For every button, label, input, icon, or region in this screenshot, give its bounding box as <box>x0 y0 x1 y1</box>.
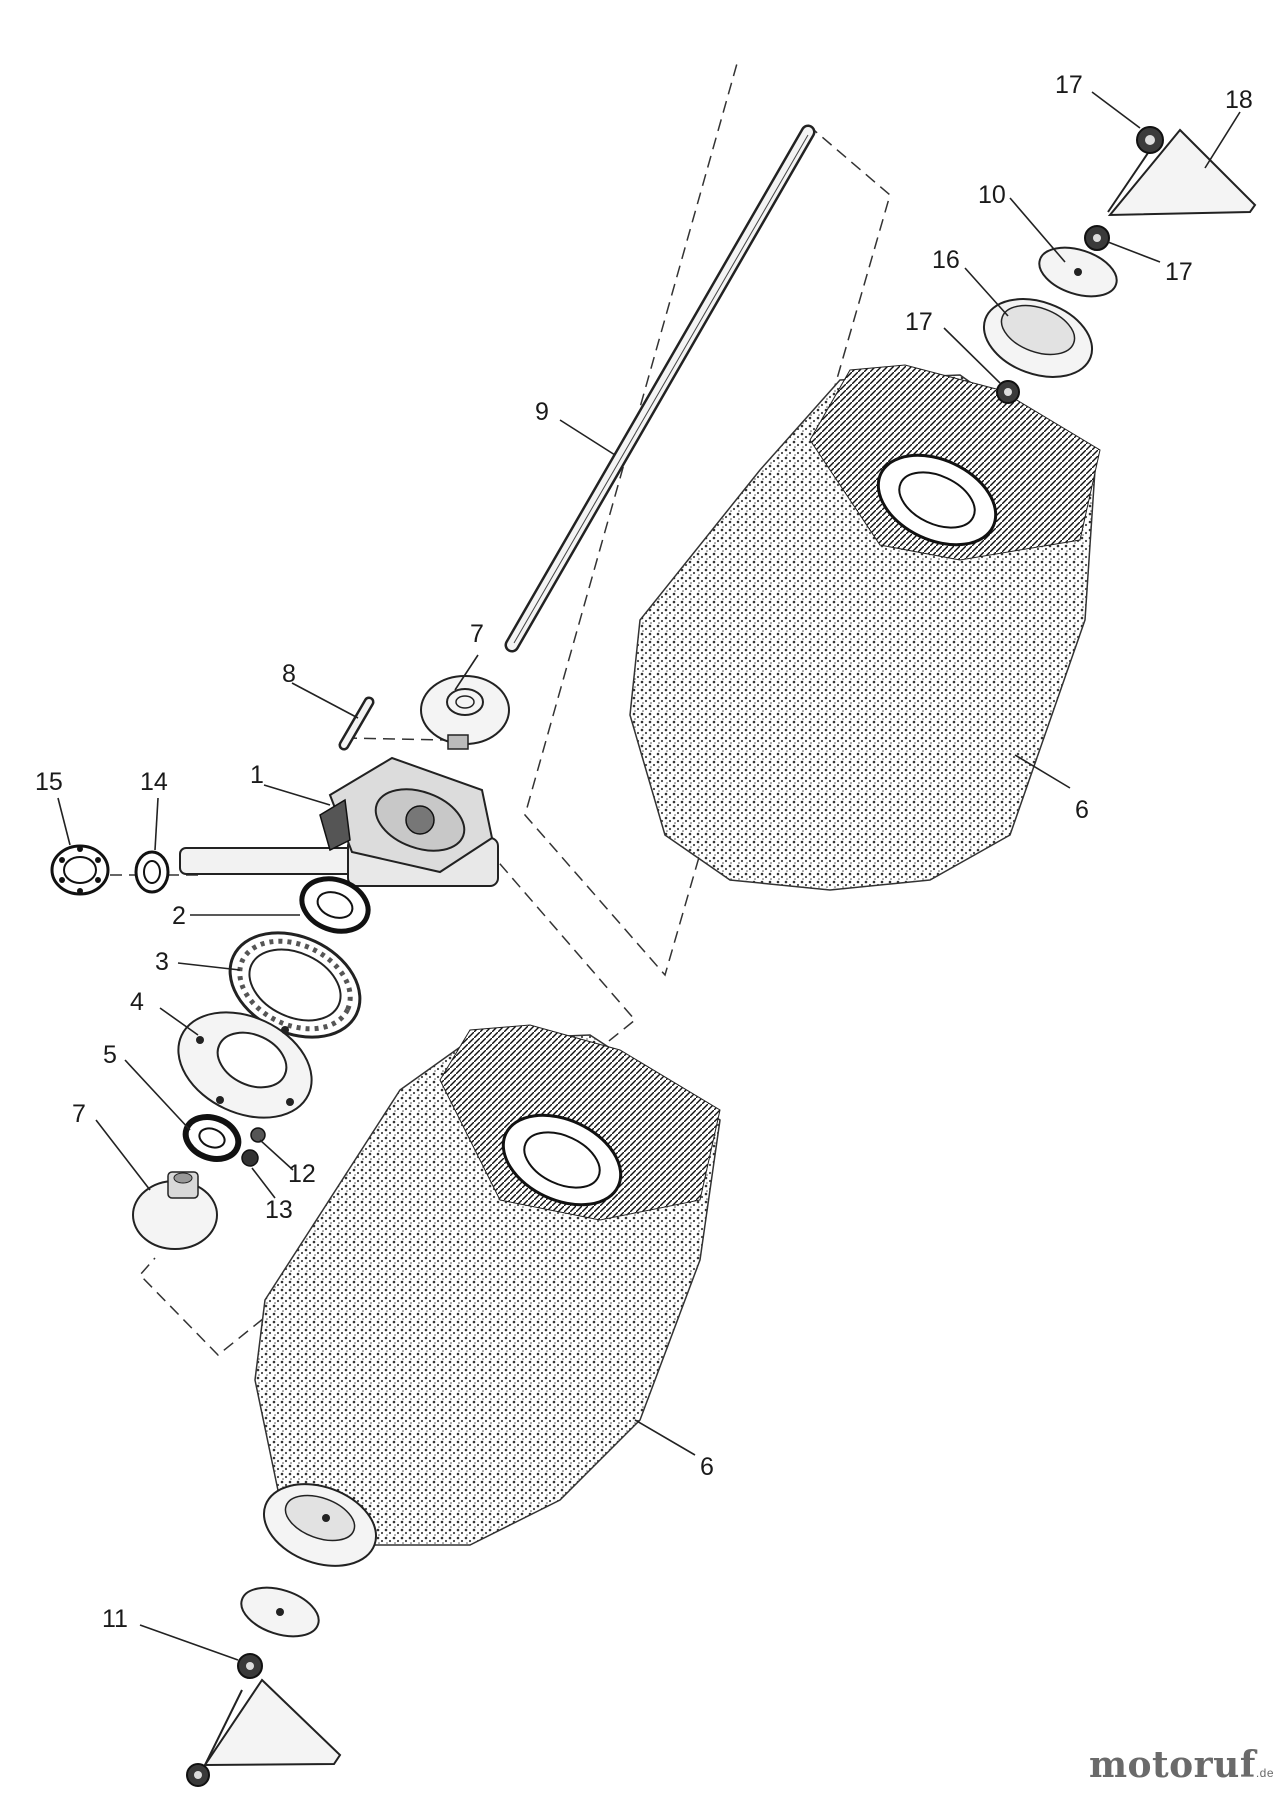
assembly-line-upper <box>524 59 891 977</box>
brush-lower <box>254 1024 721 1546</box>
bracket-lower <box>203 1678 342 1767</box>
callout-18: 18 <box>1225 86 1253 114</box>
callout-16: 16 <box>932 246 960 274</box>
watermark-suffix: .de <box>1255 1766 1274 1780</box>
pin-8 <box>338 696 375 751</box>
callout-7-upper: 7 <box>470 620 484 648</box>
callout-17-lower: 17 <box>905 308 933 336</box>
nut-lower-end <box>186 1763 210 1787</box>
callout-15: 15 <box>35 768 63 796</box>
callout-1: 1 <box>250 761 264 789</box>
bracket-18 <box>1107 128 1257 217</box>
nut-11 <box>237 1653 263 1679</box>
screw-12 <box>250 1127 266 1143</box>
nut-13 <box>241 1149 259 1167</box>
coupling-7-lower <box>132 1171 218 1250</box>
nut-17-middle <box>1084 225 1110 251</box>
washer-10 <box>1038 246 1118 298</box>
nut-17-lower <box>996 380 1020 404</box>
callout-12: 12 <box>288 1160 316 1188</box>
callout-6-lower: 6 <box>700 1453 714 1481</box>
gasket-3 <box>228 931 362 1039</box>
seal-5 <box>182 1114 242 1162</box>
watermark-logo: motoruf.de <box>1089 1744 1274 1786</box>
assembly-line-coupling <box>344 737 446 741</box>
watermark-text: motoruf <box>1088 1744 1256 1786</box>
flange-16 <box>982 298 1094 378</box>
callout-3: 3 <box>155 948 169 976</box>
drive-shaft <box>504 124 816 653</box>
nut-17-top <box>1136 126 1164 154</box>
seal-2 <box>299 876 371 934</box>
callout-labels: 17 18 10 17 16 17 9 7 8 1 6 15 14 2 3 4 … <box>35 71 1253 1633</box>
assembly-line-lower <box>138 834 637 1357</box>
callout-7-lower: 7 <box>72 1100 86 1128</box>
callout-4: 4 <box>130 988 144 1016</box>
callout-5: 5 <box>103 1041 117 1069</box>
brush-upper <box>629 364 1101 891</box>
callout-2: 2 <box>172 902 186 930</box>
ring-14 <box>134 850 170 894</box>
callout-10: 10 <box>978 181 1006 209</box>
leader-lines <box>57 91 1241 1661</box>
callout-17-middle: 17 <box>1165 258 1193 286</box>
flange-4 <box>177 1011 313 1119</box>
washer-lower <box>240 1586 320 1638</box>
callout-13: 13 <box>265 1196 293 1224</box>
bearing-15 <box>50 844 110 896</box>
callout-6-upper: 6 <box>1075 796 1089 824</box>
callout-17-top: 17 <box>1055 71 1083 99</box>
flange-lower <box>262 1483 378 1567</box>
gearbox-1 <box>179 756 499 887</box>
callout-14: 14 <box>140 768 168 796</box>
callout-8: 8 <box>282 660 296 688</box>
callout-11: 11 <box>102 1605 128 1633</box>
callout-9: 9 <box>535 398 549 426</box>
coupling-7-upper <box>420 675 510 750</box>
